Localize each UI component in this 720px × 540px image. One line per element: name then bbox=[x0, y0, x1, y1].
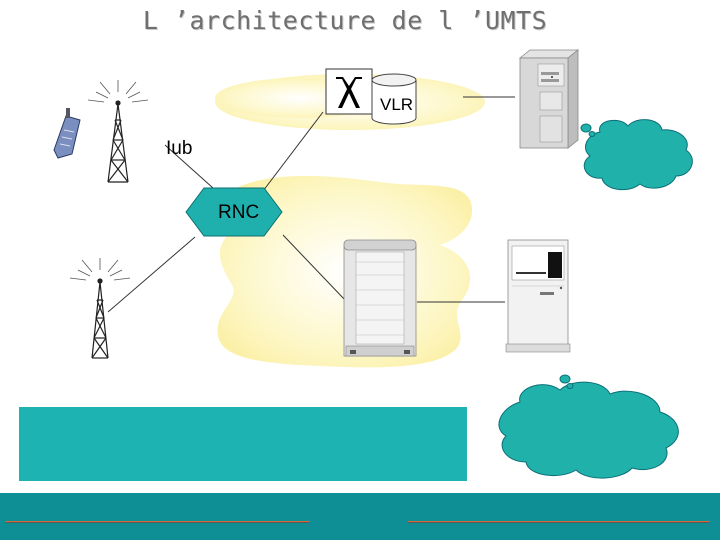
server-icon bbox=[343, 239, 417, 357]
rnc-node bbox=[185, 187, 283, 237]
database-icon bbox=[371, 73, 417, 125]
connection-lines bbox=[107, 96, 515, 313]
antenna-tower-icon bbox=[87, 80, 149, 183]
text-box bbox=[19, 407, 467, 481]
cloud-icon bbox=[580, 119, 693, 191]
page-title: L ’architecture de l ’UMTS bbox=[142, 6, 548, 35]
iub-label: Iub bbox=[166, 138, 193, 159]
cloud-icon bbox=[498, 374, 679, 479]
mobile-phone-icon bbox=[53, 108, 81, 159]
footer-divider-left bbox=[5, 521, 310, 523]
switch-icon bbox=[325, 68, 373, 115]
server-icon bbox=[518, 49, 580, 149]
footer-divider-right bbox=[408, 521, 710, 523]
footer-bar bbox=[0, 493, 720, 540]
antenna-tower-icon bbox=[69, 258, 131, 359]
vlr-label: VLR bbox=[380, 95, 414, 114]
rnc-label: RNC bbox=[218, 202, 260, 223]
workstation-icon bbox=[505, 239, 571, 353]
